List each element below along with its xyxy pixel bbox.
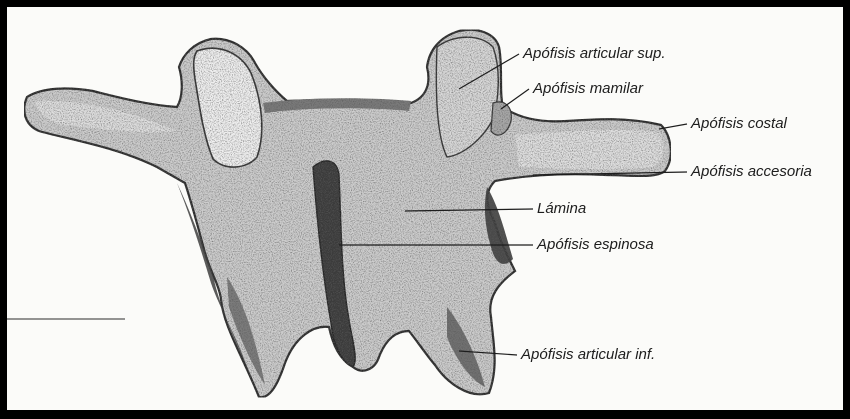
label-espinosa: Apófisis espinosa [536,236,654,253]
vertebra-diagram: Apófisis articular sup. Apófisis mamilar… [7,7,843,410]
label-accesoria: Apófisis accesoria [690,163,812,180]
figure-frame: Apófisis articular sup. Apófisis mamilar… [4,4,846,413]
label-mamilar: Apófisis mamilar [532,80,644,97]
label-costal: Apófisis costal [690,115,788,132]
label-lamina: Lámina [537,200,586,217]
label-articular-sup: Apófisis articular sup. [522,45,666,62]
leader-mamilar [501,89,529,109]
label-articular-inf: Apófisis articular inf. [520,346,655,363]
